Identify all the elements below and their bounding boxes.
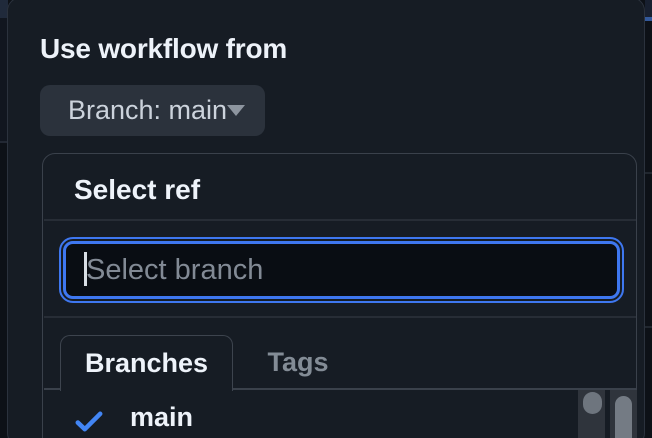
tab-tags-label: Tags: [267, 346, 329, 377]
background-fragment: [645, 326, 652, 328]
triangle-down-icon: [227, 105, 246, 116]
panel-header-divider: [44, 219, 636, 221]
background-fragment: [645, 0, 652, 17]
branch-list-item-main[interactable]: main: [43, 390, 603, 438]
background-accent-line: [645, 17, 652, 21]
select-ref-title: Select ref: [74, 174, 201, 205]
branch-selector-button[interactable]: Branch: main: [40, 85, 265, 136]
branch-list-item-label: main: [130, 402, 194, 432]
tab-tags[interactable]: Tags: [233, 335, 363, 389]
panel-scrollbar-thumb[interactable]: [615, 396, 632, 438]
tab-branches[interactable]: Branches: [60, 335, 233, 391]
tab-branches-label: Branches: [84, 348, 209, 378]
background-fragment: [645, 172, 652, 174]
branch-selector-label: Branch: main: [68, 95, 228, 125]
check-icon: [75, 411, 103, 432]
tabs-bottom-border: [44, 388, 636, 390]
list-scrollbar-thumb[interactable]: [583, 392, 602, 414]
text-caret: [84, 252, 87, 286]
use-workflow-from-heading: Use workflow from: [40, 33, 288, 64]
background-fragment: [0, 141, 8, 143]
search-section-divider: [44, 316, 636, 318]
background-fragment: [0, 18, 8, 142]
background-fragment: [0, 0, 8, 18]
ref-search-input[interactable]: [59, 237, 624, 303]
